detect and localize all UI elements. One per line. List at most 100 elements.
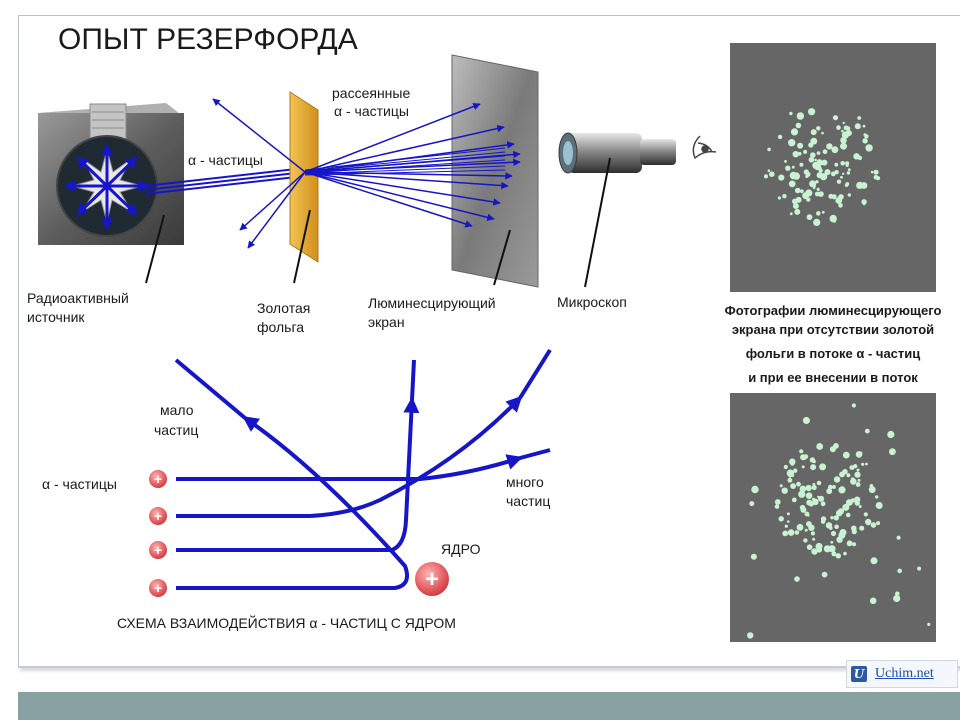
- scintillation-dot: [767, 169, 771, 172]
- scintillation-dot: [864, 428, 870, 434]
- scintillation-dot: [873, 169, 879, 175]
- scintillation-dot: [778, 174, 785, 181]
- scintillation-dot: [790, 483, 796, 489]
- scintillation-dot: [820, 501, 826, 507]
- scintillation-dot: [845, 161, 850, 166]
- scintillation-dot: [842, 503, 850, 511]
- scintillation-dot: [787, 529, 795, 536]
- scintillation-dot: [839, 471, 845, 478]
- scintillation-dot: [802, 416, 811, 425]
- scintillation-dot: [818, 168, 823, 173]
- scintillation-dot: [833, 476, 841, 483]
- scintillation-dot: [813, 218, 821, 226]
- scintillation-dot: [793, 468, 798, 473]
- scintillation-dot: [785, 165, 791, 171]
- scintillation-dot: [808, 108, 816, 116]
- caption-line-3: фольги в потоке α - частиц: [746, 346, 921, 361]
- scintillation-dot: [788, 475, 792, 478]
- scintillation-dot: [816, 159, 823, 165]
- scintillation-dot: [811, 485, 817, 491]
- interaction-scheme: [174, 348, 552, 590]
- scintillation-dot: [821, 210, 825, 214]
- scintillation-dot: [830, 540, 834, 544]
- label-many-2: частиц: [506, 493, 550, 509]
- scintillation-dot: [834, 162, 839, 167]
- scintillation-dot: [816, 126, 821, 131]
- scintillation-dot: [853, 464, 858, 469]
- scintillation-dot: [781, 487, 788, 494]
- scintillation-dot: [799, 449, 804, 454]
- scintillation-dot: [851, 525, 857, 532]
- scintillation-dot: [840, 161, 845, 166]
- scintillation-dot: [814, 158, 817, 162]
- scintillation-dot: [820, 516, 827, 522]
- scintillation-dot: [808, 156, 815, 163]
- scintillation-dot: [804, 511, 810, 517]
- scintillation-dot: [821, 571, 828, 578]
- scintillation-dot: [832, 115, 839, 121]
- scintillation-dot: [792, 203, 799, 209]
- scintillation-dot: [767, 147, 771, 152]
- scintillation-dot: [815, 542, 823, 550]
- nucleus-plus: +: [425, 566, 439, 593]
- scintillation-dot: [856, 468, 860, 472]
- scintillation-dot: [792, 151, 799, 158]
- scintillation-dot: [846, 171, 851, 175]
- scintillation-dot: [893, 594, 901, 603]
- scintillation-dot: [812, 460, 816, 464]
- scintillation-dot: [845, 512, 851, 518]
- scintillation-dot: [811, 548, 818, 555]
- scintillation-dot: [779, 484, 783, 488]
- scintillation-dot: [808, 524, 815, 531]
- label-alpha-particles-left: α - частицы: [42, 476, 117, 492]
- scintillation-dot: [769, 171, 775, 177]
- scintillation-dot: [842, 172, 845, 175]
- scintillation-dot: [838, 531, 846, 539]
- scintillation-dot: [803, 169, 809, 175]
- watermark-text[interactable]: Uchim.net: [875, 666, 934, 681]
- scintillation-dot: [862, 124, 866, 128]
- scintillation-dot: [816, 172, 823, 179]
- svg-text:+: +: [154, 508, 162, 524]
- scintillation-dot: [804, 528, 808, 532]
- label-foil-1: Золотая: [257, 300, 310, 316]
- scintillation-dot: [895, 591, 900, 596]
- scintillation-dot: [833, 515, 839, 521]
- scintillation-dot: [833, 443, 839, 449]
- scintillation-dot: [857, 155, 863, 161]
- scintillation-dot: [836, 510, 843, 517]
- scintillation-dot: [803, 149, 808, 154]
- scintillation-dot: [834, 524, 839, 530]
- scintillation-dot: [836, 179, 842, 184]
- label-source-1: Радиоактивный: [27, 290, 129, 306]
- scintillation-dot: [801, 465, 805, 469]
- scintillation-dot: [816, 443, 824, 450]
- scintillation-dot: [845, 126, 851, 131]
- scintillation-dot: [850, 477, 855, 482]
- scintillation-dot: [794, 208, 801, 215]
- scintillation-dot: [835, 553, 841, 559]
- scintillation-dot: [816, 151, 821, 155]
- scintillation-dot: [845, 130, 852, 137]
- gold-foil: [289, 91, 319, 263]
- scintillation-dot: [797, 142, 804, 149]
- scintillation-dot: [838, 194, 844, 200]
- scintillation-dot: [788, 180, 796, 188]
- label-alpha-particles-top: α - частицы: [188, 152, 263, 168]
- watermark-link[interactable]: U Uchim.net: [846, 660, 958, 688]
- scintillation-dot: [863, 512, 868, 517]
- scintillation-dot: [810, 464, 817, 471]
- scintillation-dot: [819, 497, 822, 501]
- label-screen-1: Люминесцирующий: [368, 295, 496, 311]
- scintillation-dot: [791, 165, 795, 169]
- caption-line-4: и при ее внесении в поток: [748, 370, 918, 385]
- scintillation-dot: [830, 171, 836, 177]
- scintillation-dot: [865, 518, 872, 526]
- scintillation-dot: [831, 485, 836, 489]
- scintillation-dot: [840, 142, 847, 150]
- scintillation-dot: [774, 499, 781, 505]
- scintillation-dot: [786, 469, 795, 477]
- scintillation-dot: [844, 504, 848, 508]
- scintillation-dot: [810, 129, 817, 136]
